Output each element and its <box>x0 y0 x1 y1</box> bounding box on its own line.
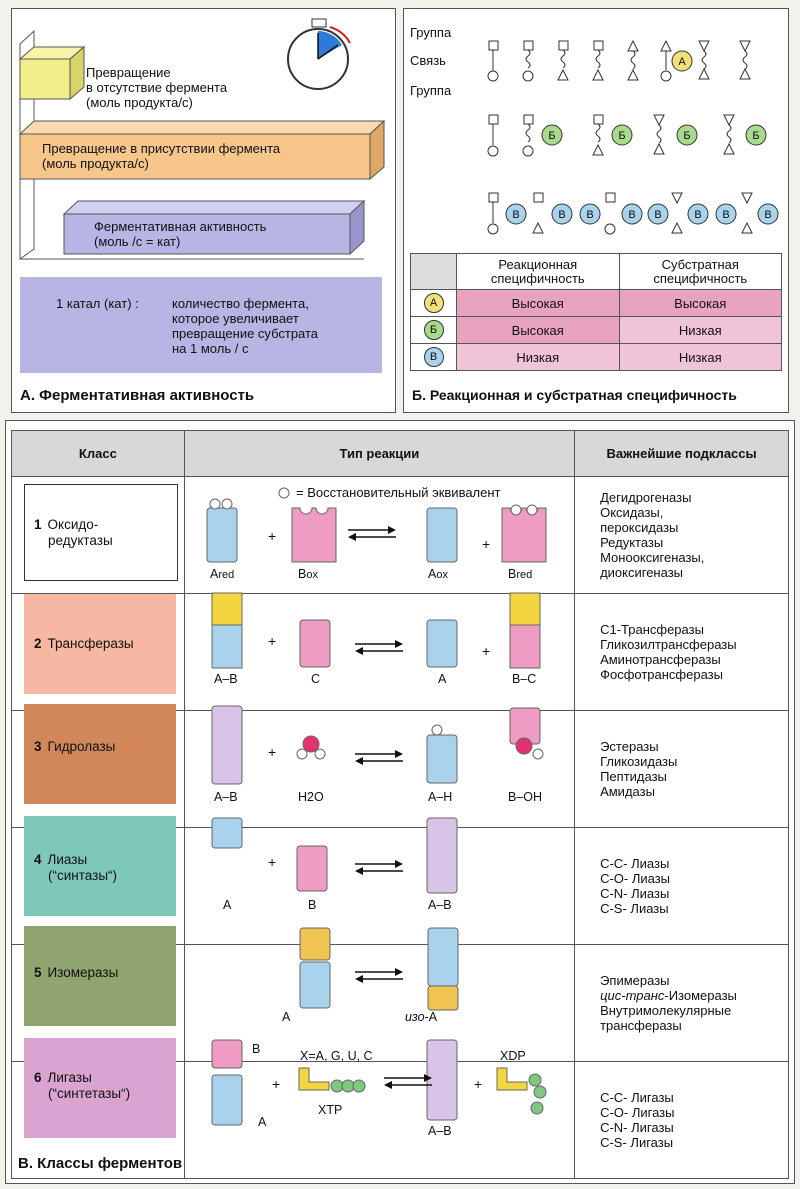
bond-letter-v: В <box>628 209 635 221</box>
panel-v-caption: В. Классы ферментов <box>18 1155 183 1172</box>
spec-row-a-substrate: Высокая <box>618 289 782 317</box>
bond-specificity-diagram: А Б Б Б Б В В В В В В В В <box>487 39 779 235</box>
class-box-1 <box>24 484 178 581</box>
bond-letter-b: Б <box>618 130 625 142</box>
bond-letter-v: В <box>654 209 661 221</box>
label-b: B <box>308 898 317 912</box>
header-reaction-type: Тип реакции <box>183 430 576 477</box>
panel-a-caption: А. Ферментативная активность <box>20 387 255 404</box>
class-box-6 <box>24 1038 176 1138</box>
reducing-equivalent-legend: = Восстановительный эквивалент <box>296 485 501 500</box>
label-b-c: B–C <box>512 672 537 686</box>
header-class: Класс <box>11 430 185 477</box>
katal-definition <box>20 277 382 373</box>
enzyme-classes-table: Класс Тип реакции Важнейшие подклассы Де… <box>11 430 789 1179</box>
panel-enzymatic-activity: Превращение в отсутствие фермента (моль … <box>11 8 396 413</box>
class-box-5 <box>24 926 176 1026</box>
label-a-b: A–B <box>428 898 452 912</box>
box2-label: Превращение в присутствии фермента (моль… <box>42 141 281 171</box>
activity-boxes-diagram <box>18 18 386 260</box>
label-b: B <box>252 1042 261 1056</box>
class-box-3 <box>24 704 176 804</box>
bond-letter-v: В <box>558 209 565 221</box>
reaction-cell-6 <box>183 1061 576 1179</box>
spec-row-b-key: Б <box>410 316 457 344</box>
subclasses-5: Эпимеразы цис-транс-Изомеразы Внутримоле… <box>574 944 789 1062</box>
katal-def: количество фермента, которое увеличивает… <box>172 296 319 356</box>
label-b-red: Bred <box>508 567 533 581</box>
label-c: C <box>311 672 321 686</box>
label-nucleotide-def: X=A, G, U, C <box>300 1049 373 1063</box>
reaction-cell-5 <box>183 944 576 1062</box>
header-subclasses: Важнейшие подклассы <box>574 430 789 477</box>
spec-row-b-substrate: Низкая <box>618 316 782 344</box>
label-a: A <box>223 898 232 912</box>
bond-letter-a: А <box>678 56 686 68</box>
spec-row-b-reaction: Высокая <box>456 316 620 344</box>
panel-specificity: Группа Связь Группа <box>403 8 789 413</box>
label-bond: Связь <box>410 53 446 68</box>
label-a: A <box>438 672 447 686</box>
box3-label: Ферментативная активность (моль /с = кат… <box>94 219 267 249</box>
bond-letter-b: Б <box>548 130 555 142</box>
panel-b-caption: Б. Реакционная и субстратная специфичнос… <box>412 387 737 403</box>
label-iso-a: изо-A <box>405 1010 438 1024</box>
bond-letter-v: В <box>586 209 593 221</box>
bond-letter-v: В <box>722 209 729 221</box>
label-a-b: A–B <box>214 790 238 804</box>
label-a-b: A–B <box>428 1124 452 1138</box>
class-box-4 <box>24 816 176 916</box>
label-h2o: H2O <box>298 790 324 804</box>
bond-letter-v: В <box>694 209 701 221</box>
label-a: A <box>258 1115 267 1129</box>
label-a-b: A–B <box>214 672 238 686</box>
label-a-red: Ared <box>210 567 235 581</box>
bond-letter-b: Б <box>683 130 690 142</box>
label-a: A <box>282 1010 291 1024</box>
label-group-bottom: Группа <box>410 83 452 98</box>
label-group-top: Группа <box>410 25 452 40</box>
label-a-ox: Aox <box>428 567 448 581</box>
label-a-h: A–H <box>428 790 453 804</box>
label-b-ox: Box <box>298 567 318 581</box>
spec-row-a-key: А <box>410 289 457 317</box>
reaction-cell-4 <box>183 827 576 945</box>
bond-letter-b: Б <box>752 130 759 142</box>
label-b-oh: B–OH <box>508 790 543 804</box>
label-xdp: XDP <box>500 1049 526 1063</box>
spec-row-v-substrate: Низкая <box>618 343 782 371</box>
box1-label: Превращение в отсутствие фермента (моль … <box>86 65 228 110</box>
class-box-2 <box>24 594 176 694</box>
label-xtp: XTP <box>318 1103 343 1117</box>
spec-row-v-reaction: Низкая <box>456 343 620 371</box>
spec-row-v-key: В <box>410 343 457 371</box>
bond-letter-v: В <box>764 209 771 221</box>
bond-letter-v: В <box>512 209 519 221</box>
katal-term: 1 катал (кат) : <box>56 296 139 311</box>
